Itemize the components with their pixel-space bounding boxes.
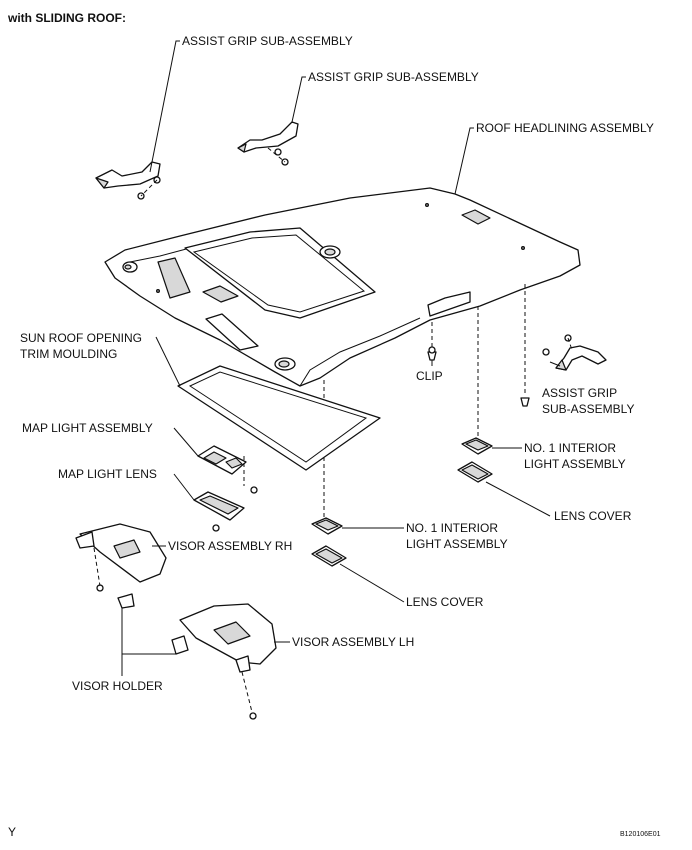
label-no1-interior-right-line1: NO. 1 INTERIOR bbox=[524, 441, 616, 455]
assist-grip-upper-right bbox=[237, 121, 299, 166]
label-assist-grip-2: ASSIST GRIP SUB-ASSEMBLY bbox=[308, 70, 479, 84]
visor-holder-right bbox=[171, 635, 189, 655]
footer-mark: Y bbox=[8, 825, 16, 839]
label-clip: CLIP bbox=[416, 369, 443, 383]
lens-cover-right bbox=[457, 461, 493, 483]
assist-grip-right bbox=[542, 334, 607, 371]
label-roof-headlining: ROOF HEADLINING ASSEMBLY bbox=[476, 121, 654, 135]
clip-right bbox=[520, 284, 530, 407]
page-title: with SLIDING ROOF: bbox=[7, 11, 126, 25]
leader-lines bbox=[121, 40, 561, 676]
label-lens-cover-right: LENS COVER bbox=[554, 509, 632, 523]
label-visor-lh: VISOR ASSEMBLY LH bbox=[292, 635, 414, 649]
label-lens-cover-mid: LENS COVER bbox=[406, 595, 484, 609]
label-assist-grip-1: ASSIST GRIP SUB-ASSEMBLY bbox=[182, 34, 353, 48]
label-visor-holder: VISOR HOLDER bbox=[72, 679, 163, 693]
visor-assembly-lh bbox=[179, 603, 277, 720]
no1-interior-light-right bbox=[461, 437, 493, 455]
lens-cover-middle bbox=[311, 545, 347, 567]
label-no1-interior-mid-line2: LIGHT ASSEMBLY bbox=[406, 537, 508, 551]
roof-headlining-assembly bbox=[104, 187, 581, 387]
label-assist-grip-3-line2: SUB-ASSEMBLY bbox=[542, 402, 634, 416]
visor-assembly-rh bbox=[75, 523, 167, 592]
visor-holder-left bbox=[117, 593, 135, 609]
label-visor-rh: VISOR ASSEMBLY RH bbox=[168, 539, 292, 553]
map-light-lens bbox=[193, 491, 245, 532]
label-map-light-assembly: MAP LIGHT ASSEMBLY bbox=[22, 421, 153, 435]
label-no1-interior-right-line2: LIGHT ASSEMBLY bbox=[524, 457, 626, 471]
assist-grip-upper-left bbox=[95, 161, 161, 200]
sun-roof-opening-trim-moulding bbox=[177, 365, 381, 471]
label-sun-roof-line2: TRIM MOULDING bbox=[20, 347, 117, 361]
clip bbox=[427, 322, 437, 361]
map-light-assembly bbox=[197, 445, 258, 494]
figure-code: B120106E01 bbox=[620, 831, 661, 838]
label-no1-interior-mid-line1: NO. 1 INTERIOR bbox=[406, 521, 498, 535]
no1-interior-light-middle bbox=[311, 517, 343, 535]
label-map-light-lens: MAP LIGHT LENS bbox=[58, 467, 157, 481]
label-sun-roof-line1: SUN ROOF OPENING bbox=[20, 331, 142, 345]
label-assist-grip-3-line1: ASSIST GRIP bbox=[542, 386, 617, 400]
